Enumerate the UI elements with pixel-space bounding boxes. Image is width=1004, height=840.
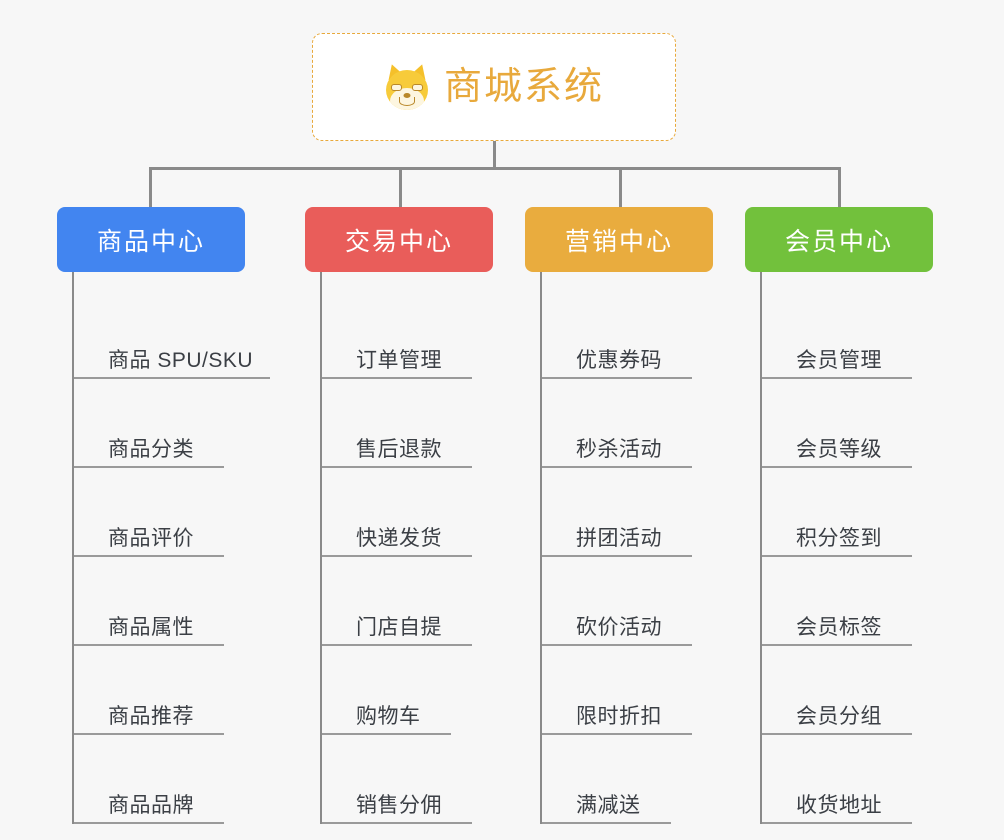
shiba-dog-icon xyxy=(384,61,430,110)
child-item-label: 满减送 xyxy=(576,794,641,817)
child-item-label: 购物车 xyxy=(356,705,421,728)
child-item-label: 优惠券码 xyxy=(576,349,662,372)
child-item[interactable]: 商品品牌 xyxy=(74,735,245,824)
category-title: 交易中心 xyxy=(344,227,453,256)
child-item-underline xyxy=(322,555,472,557)
child-item[interactable]: 销售分佣 xyxy=(322,735,493,824)
child-item[interactable]: 满减送 xyxy=(542,735,713,824)
connector-root-stem xyxy=(493,141,496,169)
child-item-label: 售后退款 xyxy=(356,438,442,461)
child-item-underline xyxy=(74,644,224,646)
branch-trade-center: 交易中心 订单管理售后退款快递发货门店自提购物车销售分佣 xyxy=(305,207,493,824)
category-header-member-center[interactable]: 会员中心 xyxy=(745,207,933,272)
child-item[interactable]: 优惠券码 xyxy=(542,290,713,379)
child-item[interactable]: 秒杀活动 xyxy=(542,379,713,468)
child-item[interactable]: 门店自提 xyxy=(322,557,493,646)
child-item-underline xyxy=(762,644,912,646)
child-item-underline xyxy=(322,822,472,824)
child-item-label: 砍价活动 xyxy=(576,616,662,639)
child-item-label: 秒杀活动 xyxy=(576,438,662,461)
child-item-label: 商品属性 xyxy=(108,616,194,639)
child-item-label: 收货地址 xyxy=(796,794,882,817)
connector-drop-member-center xyxy=(838,167,841,207)
branch-member-center: 会员中心 会员管理会员等级积分签到会员标签会员分组收货地址 xyxy=(745,207,933,824)
child-item-underline xyxy=(762,822,912,824)
category-title: 营销中心 xyxy=(564,227,673,256)
child-item[interactable]: 商品分类 xyxy=(74,379,245,468)
child-item[interactable]: 商品属性 xyxy=(74,557,245,646)
child-item-label: 拼团活动 xyxy=(576,527,662,550)
child-item[interactable]: 会员标签 xyxy=(762,557,933,646)
connector-drop-trade-center xyxy=(399,167,402,207)
child-item[interactable]: 售后退款 xyxy=(322,379,493,468)
child-item-label: 会员管理 xyxy=(796,349,882,372)
connector-drop-product-center xyxy=(149,167,152,207)
child-item-label: 商品评价 xyxy=(108,527,194,550)
child-item[interactable]: 商品推荐 xyxy=(74,646,245,735)
child-item-label: 商品推荐 xyxy=(108,705,194,728)
child-item-label: 会员分组 xyxy=(796,705,882,728)
child-item[interactable]: 商品 SPU/SKU xyxy=(74,290,270,379)
child-item-underline xyxy=(322,644,472,646)
child-item[interactable]: 会员分组 xyxy=(762,646,933,735)
child-item-underline xyxy=(322,377,472,379)
child-item-label: 商品分类 xyxy=(108,438,194,461)
child-item[interactable]: 会员管理 xyxy=(762,290,933,379)
child-item[interactable]: 砍价活动 xyxy=(542,557,713,646)
child-item-label: 会员标签 xyxy=(796,616,882,639)
child-item-underline xyxy=(762,555,912,557)
child-item-underline xyxy=(762,466,912,468)
child-item[interactable]: 限时折扣 xyxy=(542,646,713,735)
branch-marketing-center: 营销中心 优惠券码秒杀活动拼团活动砍价活动限时折扣满减送 xyxy=(525,207,713,824)
branch-product-center: 商品中心 商品 SPU/SKU 商品分类商品评价商品属性商品推荐商品品牌 xyxy=(57,207,270,824)
child-item-label: 会员等级 xyxy=(796,438,882,461)
child-list-member-center: 会员管理会员等级积分签到会员标签会员分组收货地址 xyxy=(760,272,933,824)
child-item-underline xyxy=(542,377,692,379)
child-item-label: 商品 SPU/SKU xyxy=(108,349,254,372)
child-item-underline xyxy=(762,733,912,735)
child-item-underline xyxy=(322,466,472,468)
child-item-underline xyxy=(74,466,224,468)
category-header-trade-center[interactable]: 交易中心 xyxy=(305,207,493,272)
child-item-label: 快递发货 xyxy=(356,527,442,550)
child-item-underline xyxy=(542,822,671,824)
child-item[interactable]: 商品评价 xyxy=(74,468,245,557)
root-node[interactable]: 商城系统 xyxy=(312,33,676,141)
child-item[interactable]: 快递发货 xyxy=(322,468,493,557)
child-item-underline xyxy=(542,733,692,735)
child-item-label: 积分签到 xyxy=(796,527,882,550)
child-item[interactable]: 收货地址 xyxy=(762,735,933,824)
child-item-underline xyxy=(74,377,270,379)
child-item-label: 订单管理 xyxy=(356,349,442,372)
child-item-underline xyxy=(74,733,224,735)
child-item[interactable]: 积分签到 xyxy=(762,468,933,557)
child-item-underline xyxy=(542,466,692,468)
child-item[interactable]: 会员等级 xyxy=(762,379,933,468)
child-item[interactable]: 拼团活动 xyxy=(542,468,713,557)
connector-drop-marketing-center xyxy=(619,167,622,207)
child-item-underline xyxy=(542,555,692,557)
connector-bus-bar xyxy=(149,167,840,170)
child-item-underline xyxy=(322,733,451,735)
category-title: 会员中心 xyxy=(784,227,893,256)
child-list-marketing-center: 优惠券码秒杀活动拼团活动砍价活动限时折扣满减送 xyxy=(540,272,713,824)
child-item-underline xyxy=(542,644,692,646)
child-item-label: 销售分佣 xyxy=(356,794,442,817)
category-header-marketing-center[interactable]: 营销中心 xyxy=(525,207,713,272)
child-item[interactable]: 订单管理 xyxy=(322,290,493,379)
child-item-underline xyxy=(74,822,224,824)
category-title: 商品中心 xyxy=(96,227,205,256)
child-item-label: 限时折扣 xyxy=(576,705,662,728)
category-header-product-center[interactable]: 商品中心 xyxy=(57,207,245,272)
child-item-label: 门店自提 xyxy=(356,616,442,639)
child-item-underline xyxy=(74,555,224,557)
child-list-trade-center: 订单管理售后退款快递发货门店自提购物车销售分佣 xyxy=(320,272,493,824)
root-title: 商城系统 xyxy=(443,66,604,108)
child-list-product-center: 商品 SPU/SKU 商品分类商品评价商品属性商品推荐商品品牌 xyxy=(72,272,270,824)
child-item-label: 商品品牌 xyxy=(108,794,194,817)
child-item-underline xyxy=(762,377,912,379)
child-item[interactable]: 购物车 xyxy=(322,646,493,735)
